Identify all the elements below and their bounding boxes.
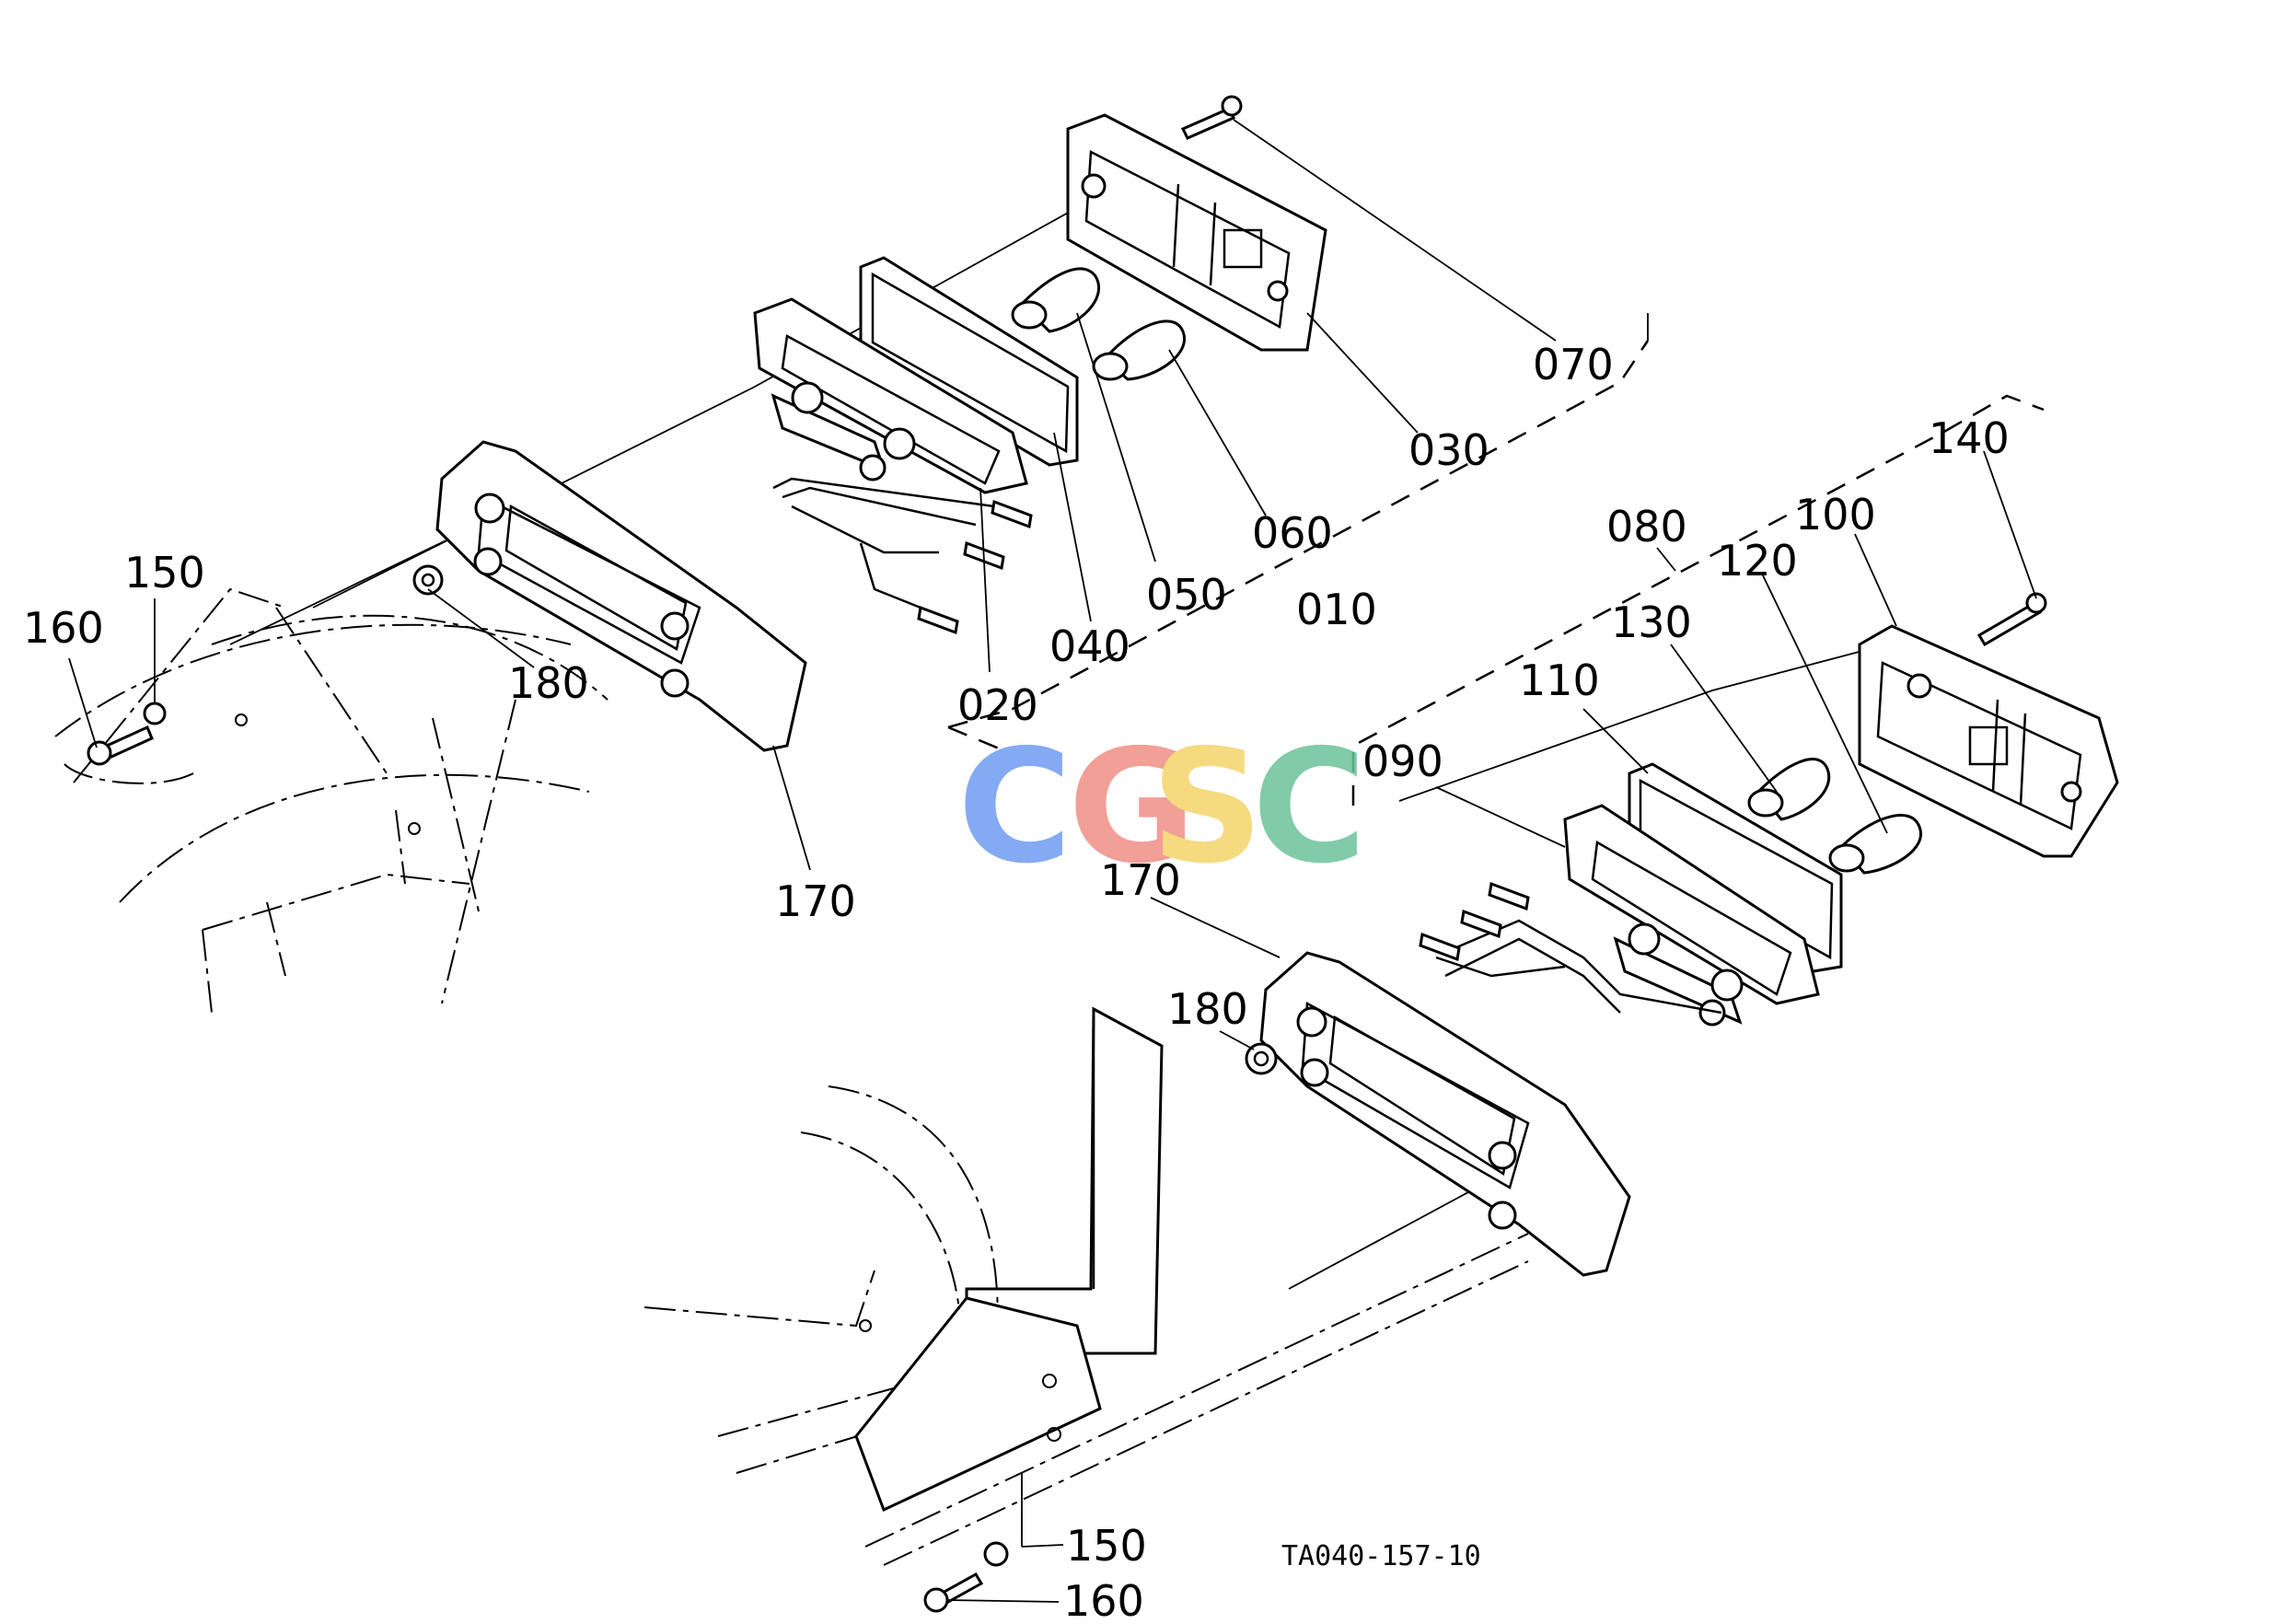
watermark-letter-c1: C	[957, 716, 1072, 899]
nut-180-left	[412, 564, 444, 596]
label-180-left: 180	[508, 658, 589, 708]
lamp-body-090	[1419, 804, 1820, 1027]
label-160-left: 160	[23, 603, 104, 653]
housing-170-left	[435, 440, 807, 752]
bulb-130	[1747, 758, 1831, 821]
label-130: 130	[1611, 597, 1692, 647]
washer-150-bottom	[983, 1541, 1009, 1567]
nut-180-right	[1245, 1042, 1278, 1075]
lamp-body-020	[753, 297, 1033, 635]
bulb-120	[1828, 814, 1923, 875]
screw-070	[1180, 95, 1243, 140]
fender-right-outline	[643, 1006, 1529, 1566]
watermark-letter-g: G	[1068, 716, 1197, 899]
bulb-050	[1011, 267, 1101, 333]
watermark-cgsc-logo: C G S C	[957, 716, 1367, 899]
drawing-number: TA040-157-10	[1281, 1540, 1481, 1572]
washer-150-left	[143, 702, 167, 725]
label-160-bottom: 160	[1063, 1576, 1144, 1624]
bulb-060	[1092, 319, 1187, 381]
watermark-letter-c2: C	[1252, 716, 1367, 899]
label-180-right: 180	[1167, 984, 1248, 1034]
fender-left-outline	[54, 587, 608, 1014]
group-010-outline	[947, 340, 1650, 729]
label-090: 090	[1362, 737, 1443, 786]
lens-cover-100	[1858, 624, 2119, 858]
lens-cover-030	[1066, 113, 1327, 352]
label-150-left: 150	[124, 548, 205, 597]
label-010: 010	[1296, 585, 1377, 634]
label-040: 040	[1049, 621, 1130, 671]
label-080: 080	[1606, 502, 1687, 551]
label-110: 110	[1519, 655, 1600, 705]
label-170-right: 170	[1100, 855, 1181, 905]
label-070: 070	[1533, 340, 1614, 389]
axis-left-2	[229, 524, 480, 645]
screw-140	[1976, 592, 2047, 647]
group-080-outline	[1351, 394, 2045, 806]
label-060: 060	[1252, 508, 1333, 558]
housing-170-right	[1259, 951, 1631, 1277]
label-020: 020	[957, 680, 1038, 730]
screw-160-bottom	[923, 1572, 984, 1613]
label-150-bottom: 150	[1066, 1521, 1147, 1571]
label-030: 030	[1408, 425, 1489, 475]
screw-160-left	[87, 725, 154, 766]
label-140: 140	[1929, 413, 2010, 463]
leader-lines	[68, 119, 2037, 1603]
watermark-letter-s: S	[1151, 716, 1263, 899]
label-100: 100	[1795, 490, 1876, 539]
label-050: 050	[1146, 570, 1227, 620]
label-170-left: 170	[775, 876, 856, 926]
label-120: 120	[1717, 536, 1798, 586]
group-010-edge	[947, 725, 1004, 752]
axis-right-1	[1398, 644, 1888, 802]
